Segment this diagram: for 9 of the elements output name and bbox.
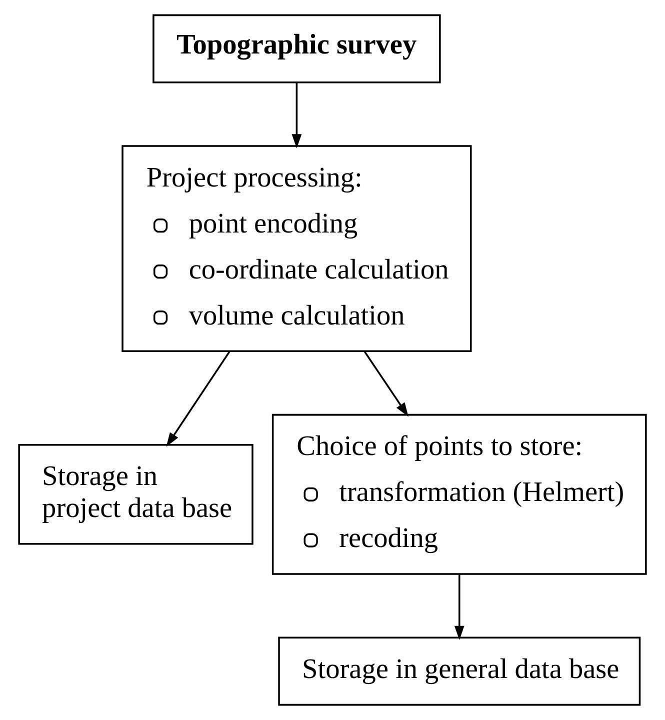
node-box: Storage in project data base bbox=[18, 444, 254, 545]
arrow bbox=[166, 351, 230, 447]
arrow bbox=[454, 574, 464, 640]
node-box: Project processing: point encoding co-ordinate calculation volume calculation bbox=[122, 145, 472, 352]
node-box: Topographic survey bbox=[152, 14, 441, 84]
arrow bbox=[364, 351, 408, 417]
arrow bbox=[292, 82, 302, 148]
node-box: Choice of points to store: transformation (Helmert) recoding bbox=[272, 414, 647, 575]
node-box: Storage in general data base bbox=[278, 636, 641, 706]
